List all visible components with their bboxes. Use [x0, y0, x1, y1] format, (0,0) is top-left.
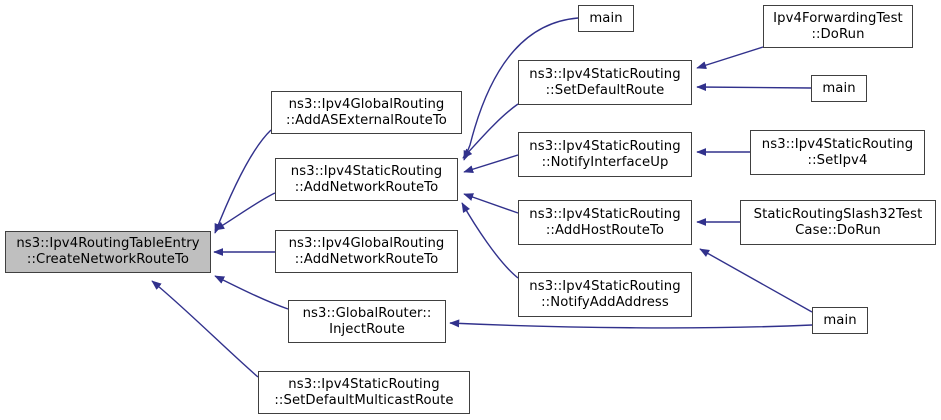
node-label-line: StaticRoutingSlash32Test [753, 206, 923, 222]
node-label-line: ::SetIpv4 [807, 152, 868, 168]
node-label-line: main [823, 312, 857, 328]
node-label-line: ns3::Ipv4StaticRouting [529, 138, 681, 154]
node-label-line: ns3::Ipv4StaticRouting [290, 163, 443, 179]
node-main-top[interactable]: main [578, 5, 634, 32]
node-static-set-ipv4[interactable]: ns3::Ipv4StaticRouting ::SetIpv4 [750, 130, 925, 175]
node-label-line: ::NotifyAddAddress [541, 294, 669, 310]
node-global-router-inject-route[interactable]: ns3::GlobalRouter:: InjectRoute [288, 300, 446, 343]
node-root-create-network-route-to[interactable]: ns3::Ipv4RoutingTableEntry ::CreateNetwo… [5, 231, 211, 273]
edge-static-set-default-multicast-to-root [151, 280, 259, 378]
node-label-line: ::SetDefaultMulticastRoute [274, 392, 454, 408]
node-label-line: ns3::Ipv4RoutingTableEntry [16, 236, 200, 251]
node-label-line: main [589, 10, 623, 26]
node-static-set-default-route[interactable]: ns3::Ipv4StaticRouting ::SetDefaultRoute [518, 60, 692, 105]
edge-static-add-network-to-root [214, 192, 276, 231]
node-static-notify-interface-up[interactable]: ns3::Ipv4StaticRouting ::NotifyInterface… [518, 132, 692, 177]
node-label-line: ns3::Ipv4GlobalRouting [288, 235, 445, 251]
edge-main-top-to-static-add-network [463, 17, 579, 161]
node-main-mid[interactable]: main [811, 75, 867, 102]
node-static-set-default-multicast-route[interactable]: ns3::Ipv4StaticRouting ::SetDefaultMulti… [258, 371, 470, 414]
node-label-line: ns3::Ipv4StaticRouting [529, 206, 681, 222]
node-global-add-as-external-route-to[interactable]: ns3::Ipv4GlobalRouting ::AddASExternalRo… [271, 91, 462, 134]
node-static-notify-add-address[interactable]: ns3::Ipv4StaticRouting ::NotifyAddAddres… [518, 272, 692, 317]
node-static-add-host-route-to[interactable]: ns3::Ipv4StaticRouting ::AddHostRouteTo [518, 200, 692, 245]
edge-global-add-as-external-to-root [214, 129, 272, 234]
node-label-line: main [822, 80, 856, 96]
edge-global-router-inject-to-root [214, 275, 289, 310]
node-label-line: ns3::Ipv4GlobalRouting [288, 96, 445, 112]
node-static-routing-slash32-testcase-dorun[interactable]: StaticRoutingSlash32Test Case::DoRun [740, 200, 936, 245]
node-ipv4-forwarding-test-dorun[interactable]: Ipv4ForwardingTest ::DoRun [763, 5, 913, 48]
edge-main-mid-to-set-default-route [696, 83, 812, 92]
edge-ipv4-forwarding-test-to-set-default-route [696, 46, 764, 70]
edge-static-set-default-route-to-static-add-network [462, 103, 519, 159]
node-label-line: ::CreateNetworkRouteTo [26, 252, 190, 267]
edge-main-bottom-to-add-host-route [699, 248, 813, 313]
node-label-line: ::AddASExternalRouteTo [286, 112, 447, 128]
edge-static-notify-interface-up-to-static-add-network [463, 154, 519, 174]
node-label-line: ns3::GlobalRouter:: [302, 305, 432, 321]
edge-static-notify-add-address-to-static-add-network [461, 202, 519, 279]
node-label-line: ::DoRun [811, 26, 865, 42]
node-label-line: ::AddHostRouteTo [545, 222, 665, 238]
node-main-bottom[interactable]: main [812, 307, 868, 334]
node-static-add-network-route-to[interactable]: ns3::Ipv4StaticRouting ::AddNetworkRoute… [275, 158, 458, 201]
node-label-line: ns3::Ipv4StaticRouting [761, 136, 914, 152]
node-label-line: ns3::Ipv4StaticRouting [288, 376, 440, 392]
node-label-line: ::NotifyInterfaceUp [541, 154, 669, 170]
node-label-line: Case::DoRun [795, 222, 881, 238]
node-label-line: ::SetDefaultRoute [545, 82, 665, 98]
node-label-line: ::AddNetworkRouteTo [294, 251, 439, 267]
node-label-line: ::AddNetworkRouteTo [294, 179, 439, 195]
node-label-line: InjectRoute [329, 321, 405, 337]
node-global-add-network-route-to[interactable]: ns3::Ipv4GlobalRouting ::AddNetworkRoute… [275, 230, 458, 273]
node-label-line: ns3::Ipv4StaticRouting [529, 66, 681, 82]
node-label-line: ns3::Ipv4StaticRouting [529, 278, 681, 294]
node-label-line: Ipv4ForwardingTest [773, 10, 903, 26]
edge-static-add-host-route-to-static-add-network [463, 193, 519, 214]
edge-main-bottom-to-global-router-inject [449, 319, 813, 329]
